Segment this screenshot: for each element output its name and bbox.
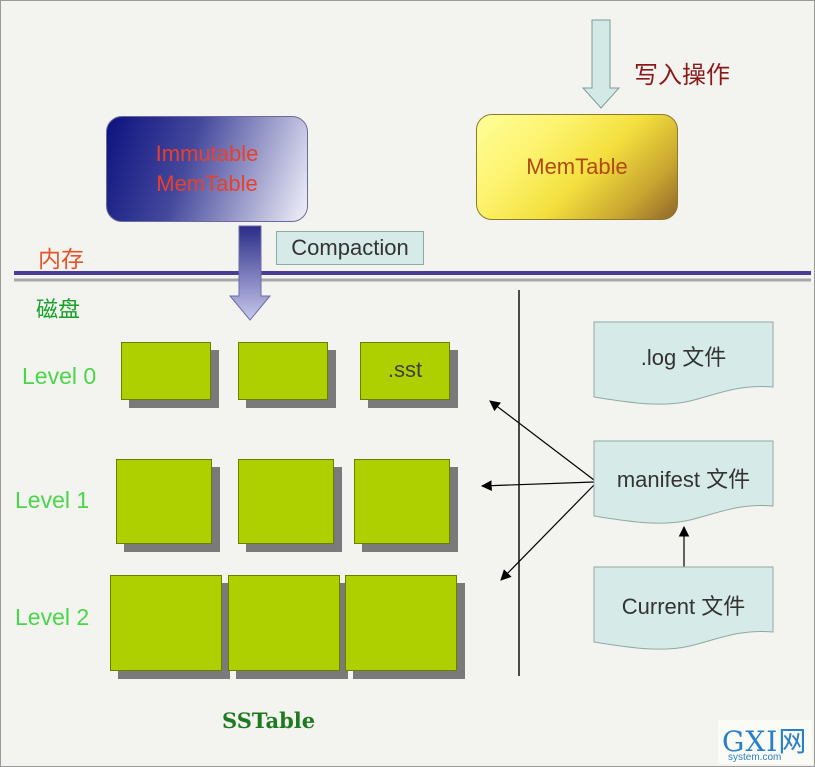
level-2-label: Level 2 [15, 604, 90, 630]
compaction-label: Compaction [276, 231, 424, 265]
level-0-sst-3: .sst [360, 342, 450, 400]
level-0-sst-1 [121, 342, 211, 400]
log-file-shape [593, 321, 774, 405]
sstable-caption: SSTable [222, 708, 316, 733]
level-1-sst-3 [354, 459, 450, 544]
manifest-file-shape [593, 440, 774, 524]
immutable-memtable-line2: MemTable [156, 171, 258, 196]
level-1-sst-2 [238, 459, 334, 544]
watermark-domain: system.com [728, 752, 782, 763]
watermark-brand: GXI网 [722, 725, 808, 758]
immutable-memtable-box: Immutable MemTable [106, 116, 308, 222]
log-file-label: .log 文件 [640, 345, 727, 370]
log-file: .log 文件 [594, 340, 773, 370]
level-2-sst-2 [228, 575, 340, 671]
manifest-file-label: manifest 文件 [616, 467, 751, 492]
compaction-arrow [228, 225, 272, 321]
level-2-sst-1 [110, 575, 222, 671]
current-file: Current 文件 [594, 589, 773, 619]
level-2-sst-3 [345, 575, 457, 671]
write-arrow [581, 19, 621, 109]
sst-label: .sst [387, 357, 423, 382]
memory-label: 内存 [38, 246, 84, 272]
manifest-to-level2-arrow [500, 484, 595, 581]
level-0-sst-2 [238, 342, 328, 400]
watermark-logo: GXI网 system.com [718, 720, 812, 764]
current-file-label: Current 文件 [621, 594, 746, 619]
level-0-label: Level 0 [22, 363, 97, 389]
level-1-sst-1 [116, 459, 212, 544]
disk-label: 磁盘 [36, 297, 81, 322]
immutable-memtable-line1: Immutable [155, 141, 259, 166]
manifest-to-level0-arrow [489, 400, 595, 481]
manifest-file: manifest 文件 [594, 462, 773, 492]
write-operation-label: 写入操作 [634, 62, 730, 89]
current-file-shape [593, 566, 774, 650]
memtable-box: MemTable [476, 114, 678, 220]
level-1-label: Level 1 [15, 487, 90, 513]
manifest-to-level1-arrow [480, 480, 595, 492]
